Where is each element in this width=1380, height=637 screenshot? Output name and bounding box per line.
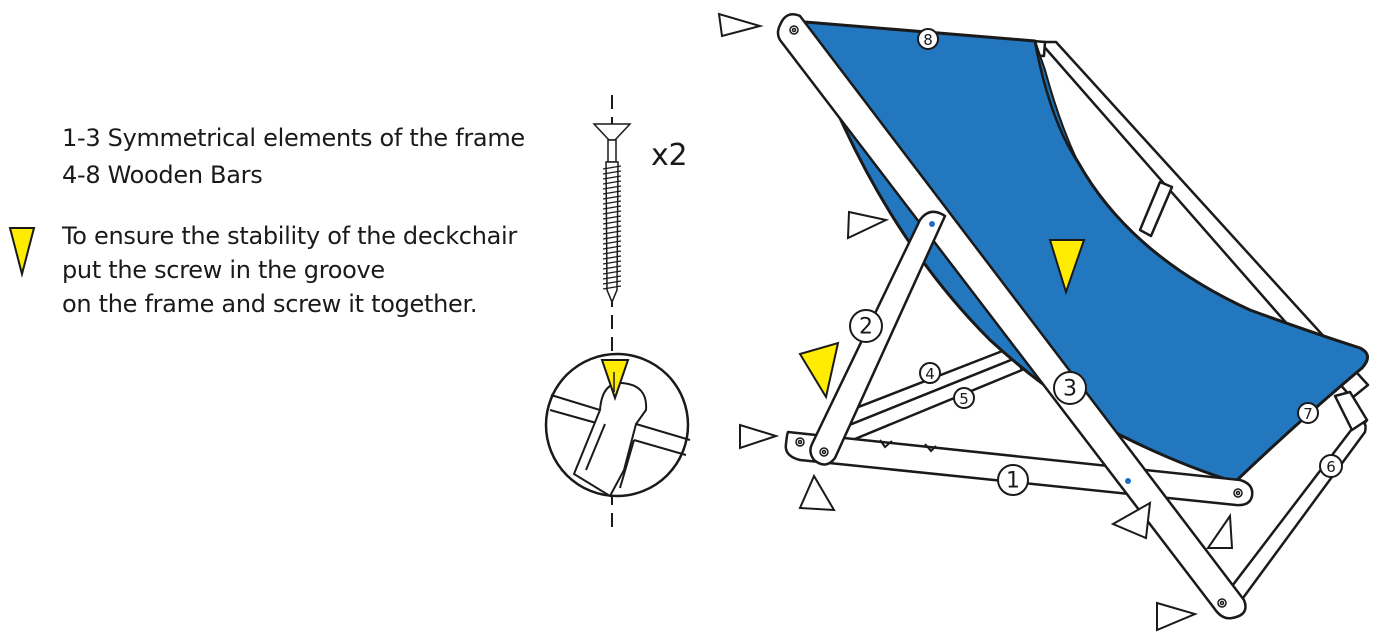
screw-icon: [592, 123, 632, 304]
part-badge-1: 1: [997, 464, 1029, 496]
part-badge-2: 2: [849, 309, 883, 343]
svg-text:4: 4: [925, 365, 935, 383]
screw-detail: [544, 95, 691, 532]
svg-text:7: 7: [1303, 405, 1313, 423]
deckchair: 8 2 3 4 5 1 7 6: [717, 12, 1370, 632]
svg-text:6: 6: [1326, 458, 1336, 476]
part-badge-7: 7: [1297, 402, 1319, 424]
part-badge-3: 3: [1053, 371, 1087, 405]
part-badge-8: 8: [917, 28, 939, 50]
stability-note-line-3: on the frame and screw it together.: [62, 290, 478, 318]
part-3-bar: [776, 13, 1247, 620]
leg-warning-icon: [798, 341, 840, 400]
svg-text:8: 8: [923, 31, 933, 49]
stability-note-line-2: put the screw in the groove: [62, 256, 385, 284]
legend-parts-frame: 1-3 Symmetrical elements of the frame: [62, 124, 525, 152]
seat-fabric: [803, 20, 1369, 484]
svg-text:3: 3: [1063, 377, 1077, 402]
warning-marker-icon: [8, 227, 36, 278]
stability-note-line-1: To ensure the stability of the deckchair: [62, 222, 517, 250]
seat-warning-icon: [1048, 239, 1086, 296]
groove-detail: [544, 352, 691, 498]
part-7-bar: [1333, 390, 1369, 432]
groove-warning-icon: [600, 359, 630, 402]
svg-text:1: 1: [1006, 469, 1020, 494]
screw-quantity: x2: [651, 138, 688, 173]
svg-text:5: 5: [959, 390, 969, 408]
legend-parts-bars: 4-8 Wooden Bars: [62, 161, 263, 189]
svg-text:2: 2: [859, 315, 873, 340]
part-badge-5: 5: [953, 387, 975, 409]
part-badge-6: 6: [1319, 454, 1343, 478]
part-badge-4: 4: [919, 362, 941, 384]
assembly-pointers: [717, 12, 1234, 632]
